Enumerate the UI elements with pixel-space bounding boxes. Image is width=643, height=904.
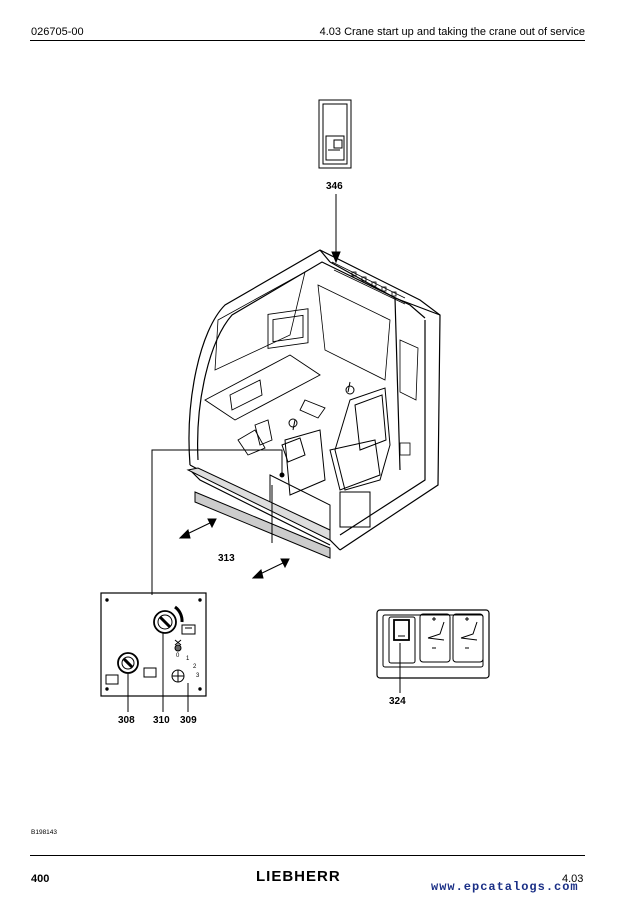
cabin-windows [214, 271, 419, 401]
watermark-link[interactable]: www.epcatalogs.com [431, 880, 579, 894]
document-number: 026705-00 [31, 26, 84, 38]
callout-346: 346 [326, 181, 343, 192]
callout-308: 308 [118, 715, 135, 726]
operator-seat [329, 381, 391, 528]
seat-switch-box-324 [376, 609, 490, 679]
header-rule [30, 40, 585, 41]
dial-mark-2: 2 [193, 664, 197, 670]
control-unit-346 [318, 99, 352, 169]
slide-direction-arrows [178, 518, 290, 579]
section-number: 4.03 [562, 873, 584, 885]
floor-pedals [237, 399, 326, 456]
ignition-switch-panel [100, 592, 207, 697]
dashboard [204, 308, 321, 421]
callout-310: 310 [153, 715, 170, 726]
callout-309: 309 [180, 715, 197, 726]
callout-324: 324 [389, 696, 406, 707]
side-socket [399, 442, 411, 456]
dial-mark-1: 1 [186, 656, 190, 662]
dial-mark-0: 0 [176, 653, 180, 659]
leader-switch-panel-dot [279, 472, 285, 478]
figure-id: B198143 [31, 829, 58, 836]
section-title: 4.03 Crane start up and taking the crane… [319, 26, 585, 38]
callout-313: 313 [218, 553, 235, 564]
page-number: 400 [31, 873, 50, 885]
floor-step [186, 467, 331, 559]
footer-rule [30, 855, 585, 856]
brand-logo: LIEBHERR [256, 868, 341, 885]
roof-vent-strip [331, 261, 406, 305]
joystick-console [269, 418, 331, 541]
dial-mark-3: 3 [196, 673, 200, 679]
leader-switch-panel [151, 449, 283, 595]
